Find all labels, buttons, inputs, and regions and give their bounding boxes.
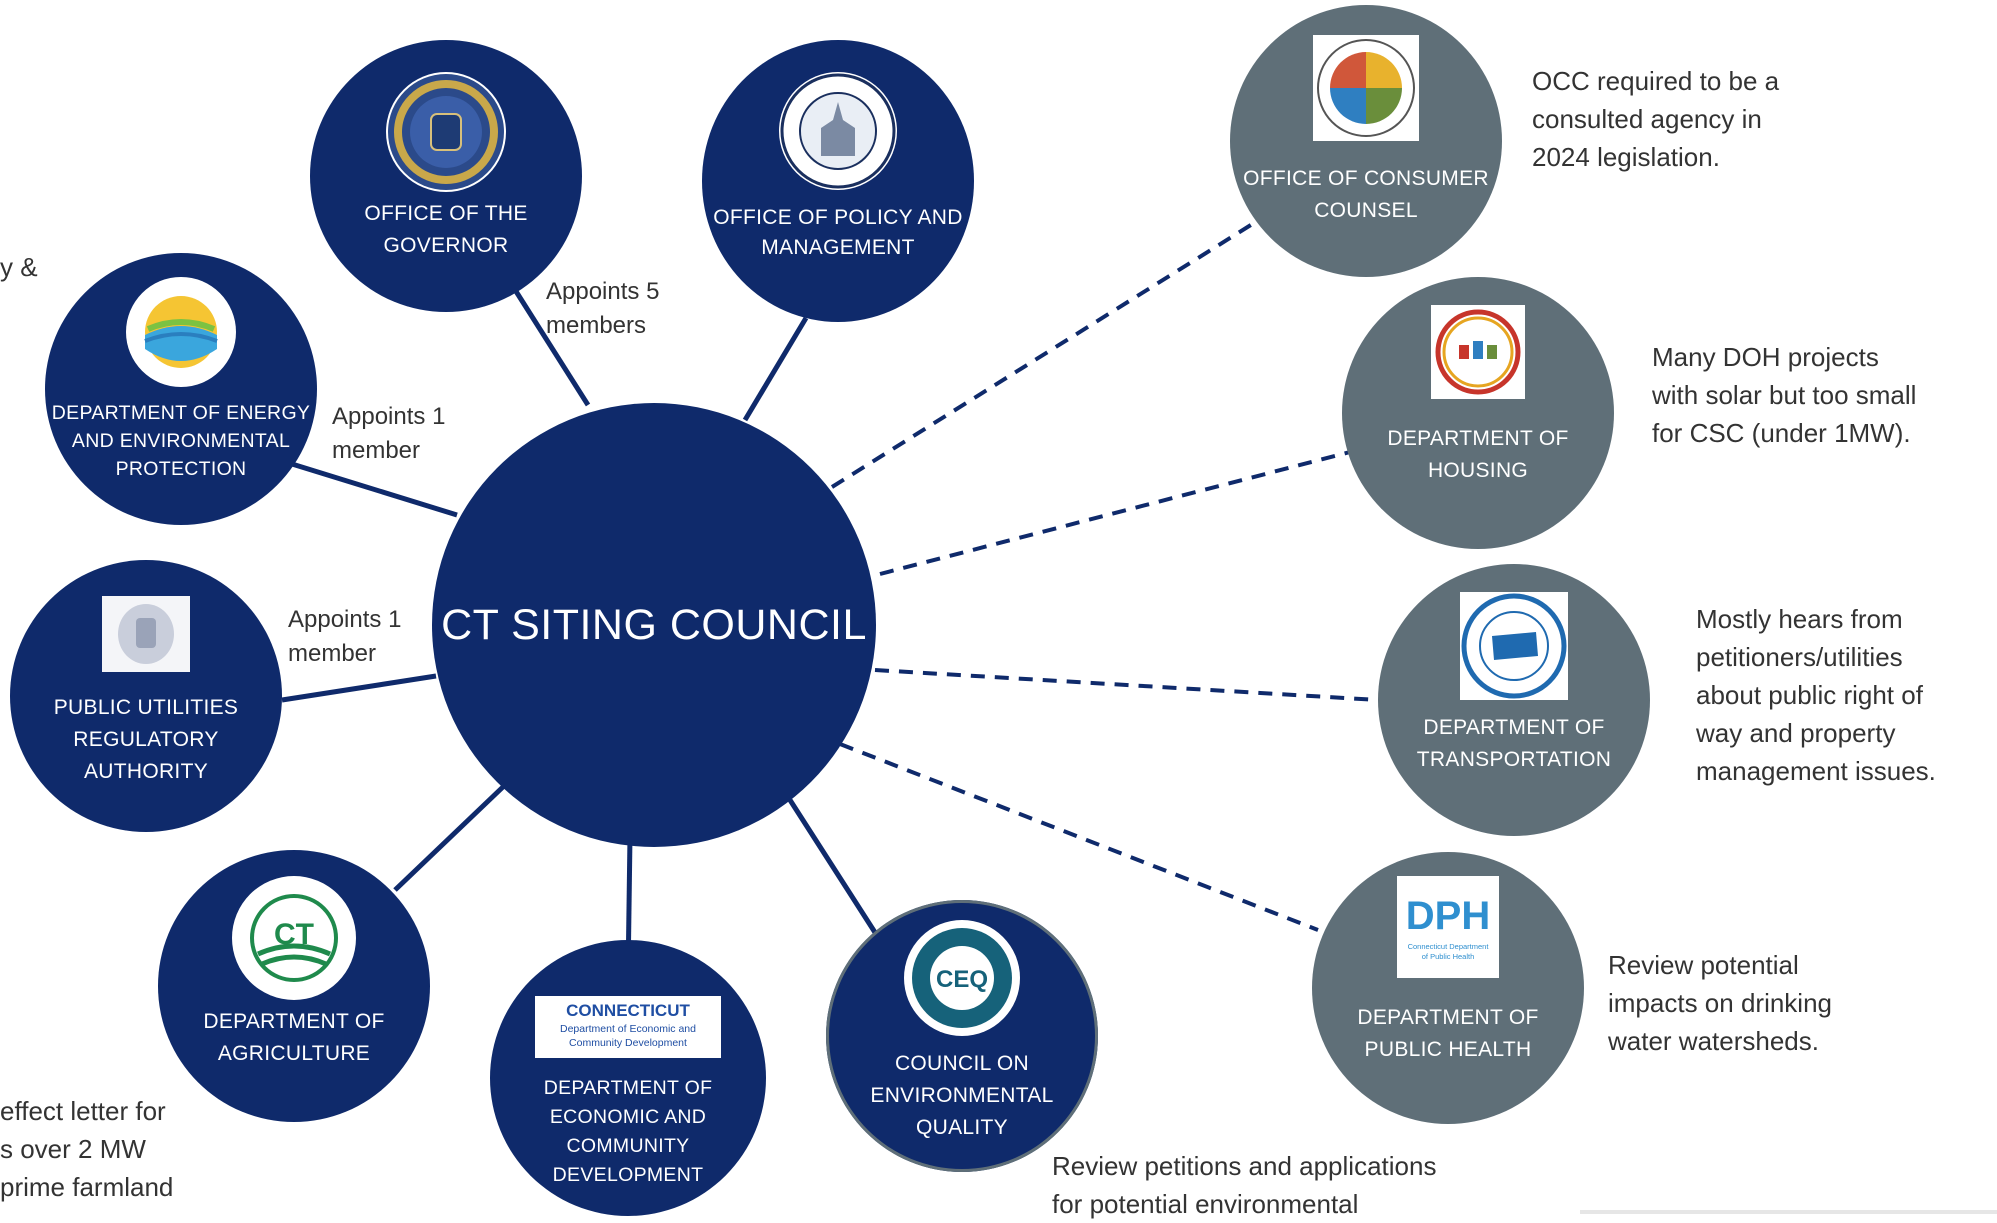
occ-logo-icon: [1313, 35, 1419, 141]
node-dph: DPH Connecticut Department of Public Hea…: [1312, 852, 1584, 1124]
line-deep: [291, 461, 458, 518]
governor-label-2: GOVERNOR: [383, 234, 509, 257]
decd-label-2: ECONOMIC AND: [549, 1106, 707, 1128]
node-agriculture: CT DEPARTMENT OF AGRICULTURE: [158, 850, 430, 1122]
dph-logo-icon: DPH Connecticut Department of Public Hea…: [1397, 876, 1499, 978]
line-dph: [839, 742, 1319, 932]
line-pura: [281, 673, 437, 703]
agriculture-label-2: AGRICULTURE: [217, 1042, 371, 1065]
node-decd: CONNECTICUT Department of Economic and C…: [490, 940, 766, 1216]
line-occ: [830, 216, 1264, 489]
center-title: CT SITING COUNCIL: [441, 600, 867, 649]
pura-label-1: PUBLIC UTILITIES: [53, 696, 239, 719]
occ-label-1: OFFICE OF CONSUMER: [1243, 167, 1489, 190]
node-occ: OFFICE OF CONSUMER COUNSEL: [1230, 5, 1502, 277]
pura-appoints-label: Appoints 1 member: [288, 606, 402, 667]
line-governor: [509, 283, 591, 407]
line-ceq: [787, 798, 879, 936]
node-ceq: CEQ COUNCIL ON ENVIRONMENTAL QUALITY: [826, 900, 1098, 1172]
note-dph: Review potential impacts on drinking wat…: [1608, 950, 1832, 1056]
decd-logo-title: CONNECTICUT: [566, 1001, 690, 1020]
decd-label-1: DEPARTMENT OF: [543, 1077, 713, 1099]
opm-label-1: OFFICE OF POLICY AND: [713, 206, 963, 229]
dot-label-1: DEPARTMENT OF: [1423, 716, 1605, 739]
svg-text:CEQ: CEQ: [936, 966, 988, 993]
node-dot: DEPARTMENT OF TRANSPORTATION: [1378, 564, 1650, 836]
dph-logo-sub1: Connecticut Department: [1407, 942, 1489, 951]
doh-label-2: HOUSING: [1427, 459, 1529, 482]
line-doh: [879, 450, 1351, 576]
doh-logo-icon: [1431, 305, 1525, 399]
pura-label-3: AUTHORITY: [83, 760, 209, 783]
ceq-label-2: ENVIRONMENTAL: [870, 1084, 1054, 1107]
governor-appoints-label: Appoints 5 members: [546, 278, 660, 339]
decd-logo-sub2: Community Development: [569, 1037, 687, 1049]
occ-label-2: COUNSEL: [1314, 199, 1418, 222]
node-ct-siting-council: CT SITING COUNCIL: [432, 403, 876, 847]
dph-logo-sub2: of Public Health: [1421, 952, 1475, 961]
line-agriculture: [393, 783, 507, 892]
agriculture-label-1: DEPARTMENT OF: [203, 1010, 385, 1033]
dph-label-2: PUBLIC HEALTH: [1364, 1038, 1532, 1061]
note-ceq: Review petitions and applications for po…: [1052, 1151, 1437, 1219]
agriculture-logo-icon: CT: [232, 876, 356, 1000]
pura-label-2: REGULATORY: [73, 728, 219, 751]
deep-logo-icon: [126, 277, 236, 387]
decd-label-4: DEVELOPMENT: [552, 1164, 704, 1186]
dph-logo-text: DPH: [1405, 894, 1491, 938]
node-doh: DEPARTMENT OF HOUSING: [1342, 277, 1614, 549]
governor-label-1: OFFICE OF THE: [364, 202, 528, 225]
note-dot: Mostly hears from petitioners/utilities …: [1696, 604, 1936, 786]
deep-label-1: DEPARTMENT OF ENERGY: [51, 402, 311, 424]
ceq-label-1: COUNCIL ON: [894, 1052, 1030, 1075]
doh-label-1: DEPARTMENT OF: [1387, 427, 1569, 450]
ceq-logo-icon: CEQ: [904, 920, 1020, 1036]
note-occ: OCC required to be a consulted agency in…: [1532, 66, 1780, 172]
governor-seal-icon: [386, 72, 506, 192]
opm-seal-icon: [779, 72, 897, 190]
deep-appoints-label: Appoints 1 member: [332, 403, 446, 464]
svg-text:CT: CT: [274, 918, 314, 951]
opm-label-2: MANAGEMENT: [761, 236, 915, 259]
line-dot: [874, 668, 1379, 702]
dot-logo-icon: [1460, 592, 1568, 700]
decd-logo-icon: CONNECTICUT Department of Economic and C…: [535, 996, 721, 1058]
node-opm: OFFICE OF POLICY AND MANAGEMENT: [702, 40, 974, 322]
node-deep: DEPARTMENT OF ENERGY AND ENVIRONMENTAL P…: [45, 253, 317, 525]
line-opm: [742, 316, 809, 422]
note-doh: Many DOH projects with solar but too sma…: [1652, 342, 1917, 448]
dot-label-2: TRANSPORTATION: [1416, 748, 1612, 771]
node-governor: OFFICE OF THE GOVERNOR: [310, 40, 582, 312]
node-pura: PUBLIC UTILITIES REGULATORY AUTHORITY: [10, 560, 282, 832]
ceq-label-3: QUALITY: [916, 1116, 1008, 1139]
note-agriculture: effect letter for s over 2 MW prime farm…: [0, 1096, 174, 1202]
dph-label-1: DEPARTMENT OF: [1357, 1006, 1539, 1029]
deep-label-2: AND ENVIRONMENTAL: [71, 430, 291, 452]
decd-logo-sub1: Department of Economic and: [560, 1023, 696, 1035]
pura-seal-icon: [102, 596, 190, 672]
deep-label-3: PROTECTION: [115, 458, 247, 480]
decd-label-3: COMMUNITY: [566, 1135, 690, 1157]
bottom-divider: [1580, 1210, 1997, 1214]
note-left-top: y &: [0, 252, 38, 282]
